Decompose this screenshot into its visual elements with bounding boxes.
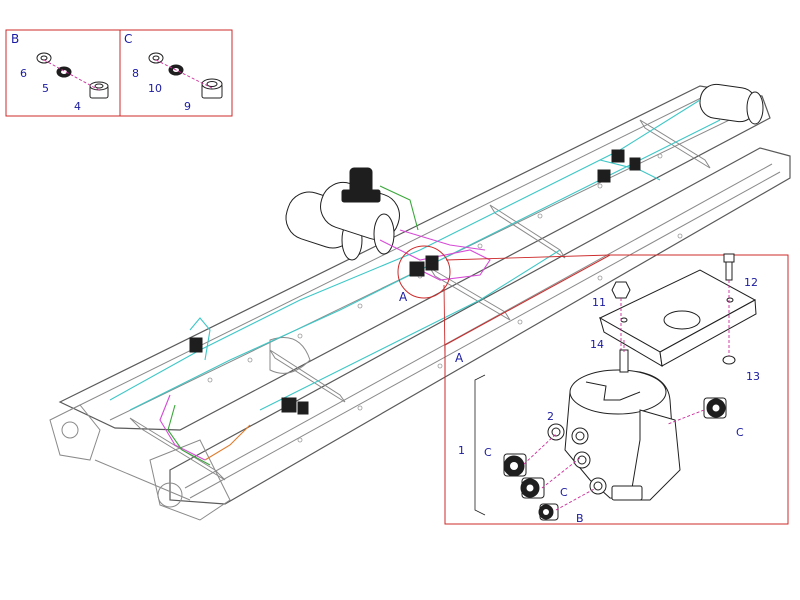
detail-a: A [444,253,789,525]
washer-13 [722,355,736,365]
fitting-c-middle [520,477,545,499]
fitting-c-right [703,397,727,419]
inset-c-letter: C [124,32,132,46]
valve-cluster-mid [409,255,439,277]
label-10: 10 [148,82,162,95]
relay-valve [547,349,681,501]
label-6: 6 [20,67,27,80]
sleeve-9 [201,78,223,99]
air-dryer [341,167,381,203]
fitting-b-bottom [538,503,559,521]
callout-a-circle [397,245,451,299]
nut-5 [56,66,72,78]
callout-a-label: A [399,290,408,304]
detail-a-frame [444,254,789,525]
washer-8 [148,52,164,64]
mounting-bracket [598,269,757,367]
label-8: 8 [132,67,139,80]
label-9: 9 [184,100,191,113]
nut-11 [611,281,631,299]
inset-c-frame [119,29,233,117]
air-tank-rear [699,83,764,125]
washer-6 [36,52,52,64]
label-5: 5 [42,82,49,95]
label-1: 1 [458,444,465,457]
inset-c: C 8 10 9 [119,29,233,117]
valve-cluster-rear [597,149,641,183]
callout-a-link-top [445,254,611,261]
label-11: 11 [592,296,606,309]
inset-b: B 6 5 4 [5,29,121,117]
label-13: 13 [746,370,760,383]
label-b-bottom: B [576,512,584,525]
label-c-left: C [484,446,492,459]
inset-b-letter: B [11,32,19,46]
label-c-right: C [736,426,744,439]
label-c-middle: C [560,486,568,499]
valve-cluster-front [189,337,309,415]
fitting-c-left [503,453,527,477]
label-12: 12 [744,276,758,289]
label-4: 4 [74,100,81,113]
detail-a-letter: A [455,351,464,365]
bolt-12 [723,253,735,281]
label-2: 2 [547,410,554,423]
label-14: 14 [590,338,604,351]
